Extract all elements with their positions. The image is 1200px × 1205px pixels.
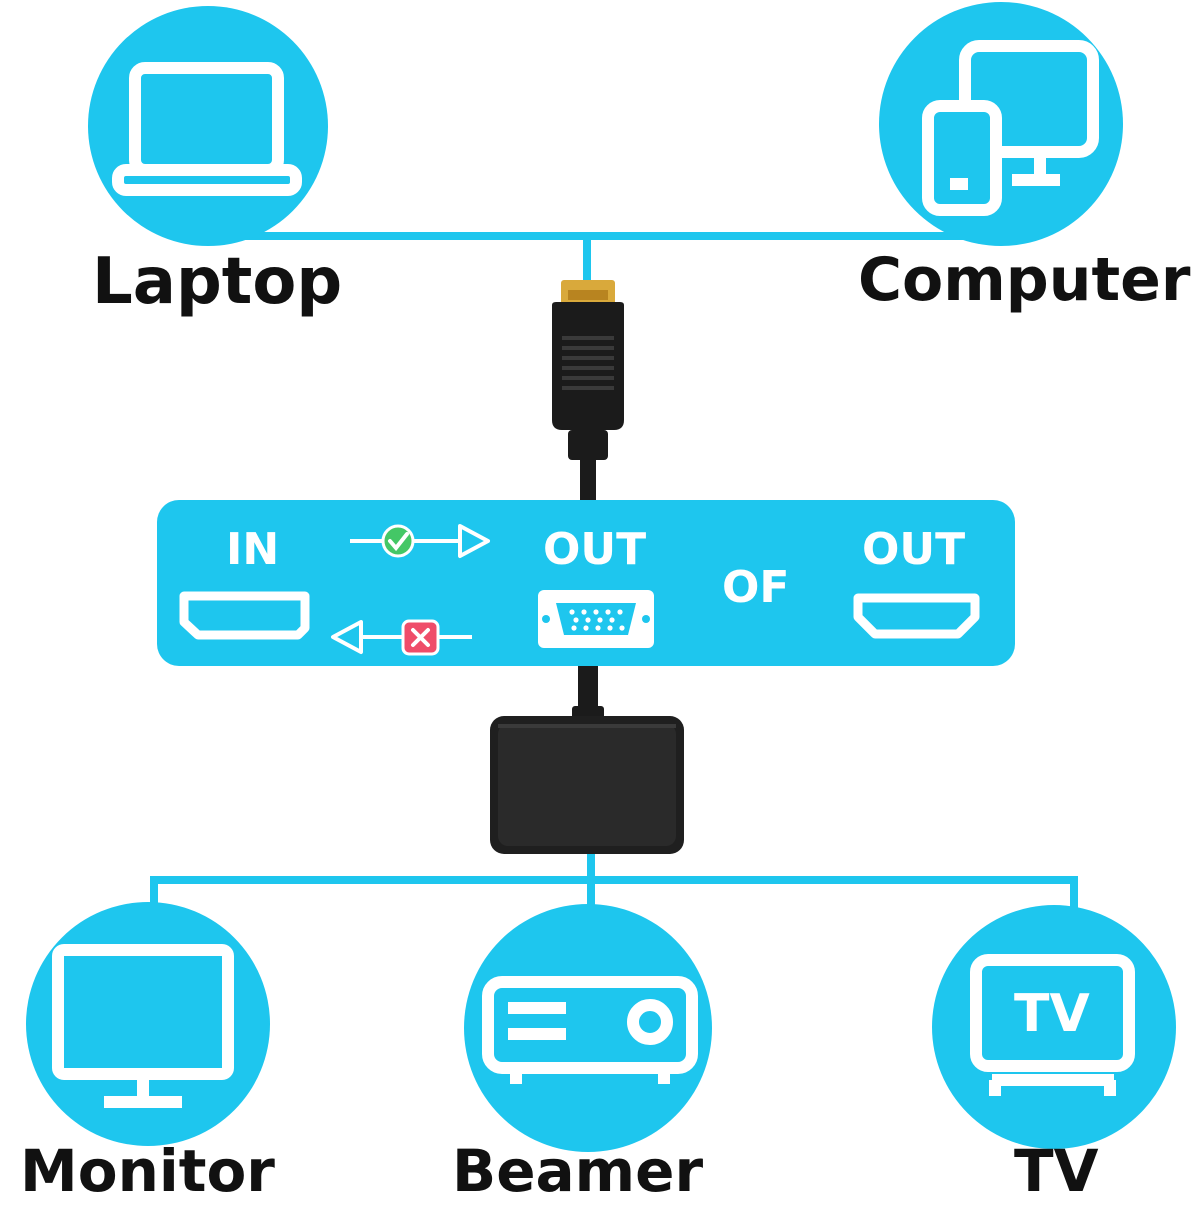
adapter-box bbox=[490, 666, 684, 854]
forward-arrow-icon bbox=[350, 524, 490, 558]
bottom-connector-lines bbox=[150, 854, 1078, 910]
laptop-circle bbox=[88, 6, 328, 246]
tv-icon bbox=[970, 954, 1135, 1096]
out-hdmi-label: OUT bbox=[862, 524, 966, 575]
tv-label: TV bbox=[1014, 1137, 1099, 1205]
beamer-label: Beamer bbox=[452, 1137, 704, 1205]
tv-screen-text: TV bbox=[1014, 984, 1090, 1044]
out-vga-label: OUT bbox=[543, 524, 647, 575]
monitor-icon bbox=[52, 944, 234, 1108]
laptop-icon bbox=[112, 62, 302, 196]
backward-arrow-icon bbox=[331, 619, 472, 656]
monitor-label: Monitor bbox=[20, 1137, 275, 1205]
computer-label: Computer bbox=[858, 245, 1191, 315]
hdmi-port-icon bbox=[853, 593, 980, 639]
laptop-label: Laptop bbox=[92, 245, 343, 319]
displayport-port-icon bbox=[179, 591, 310, 640]
or-label: OF bbox=[722, 562, 790, 613]
displayport-cable bbox=[552, 280, 624, 510]
computer-icon bbox=[922, 40, 1099, 216]
beamer-circle bbox=[464, 904, 712, 1152]
in-label: IN bbox=[226, 524, 280, 575]
projector-icon bbox=[482, 976, 698, 1084]
monitor-circle bbox=[26, 902, 270, 1146]
vga-port-icon bbox=[538, 590, 654, 648]
